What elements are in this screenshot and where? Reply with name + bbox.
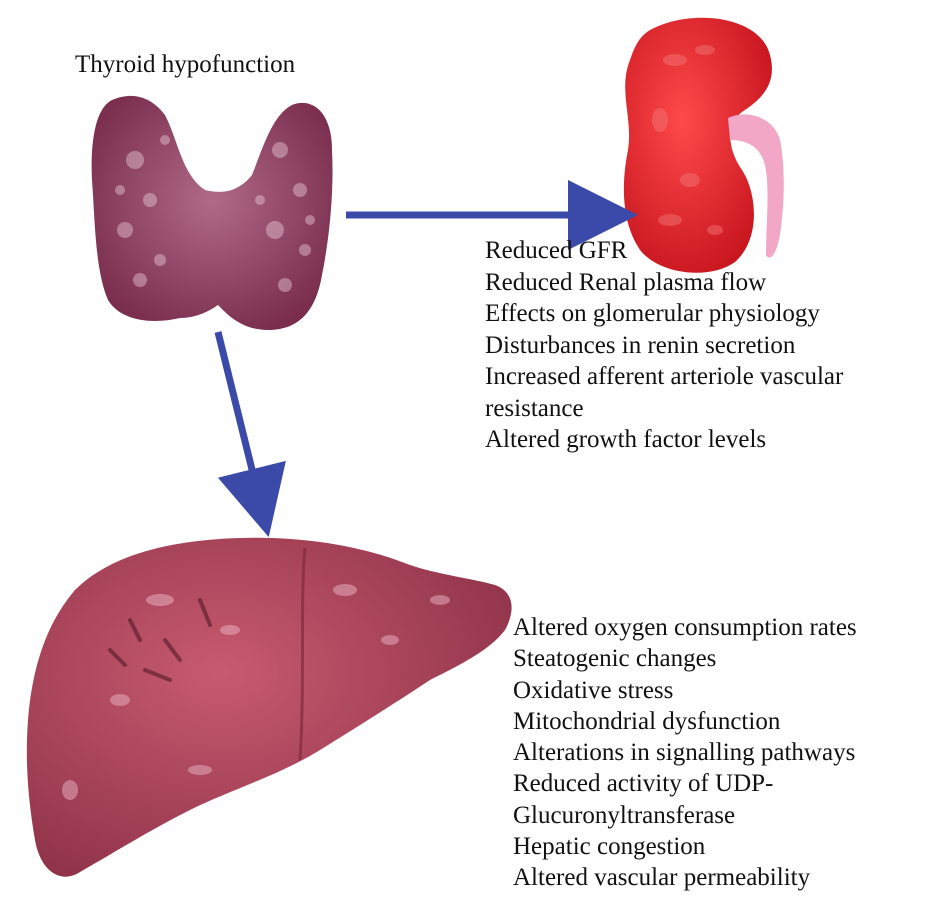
liver-effect-item: Glucuronyltransferase — [513, 800, 857, 831]
kidney-effect-item: Disturbances in renin secretion — [485, 330, 843, 362]
liver-effect-item: Reduced activity of UDP- — [513, 768, 857, 799]
liver — [27, 538, 512, 877]
liver-effect-item: Altered oxygen consumption rates — [513, 612, 857, 643]
kidney-effects-list: Reduced GFR Reduced Renal plasma flow Ef… — [485, 235, 843, 456]
liver-effect-item: Steatogenic changes — [513, 643, 857, 674]
liver-effect-item: Mitochondrial dysfunction — [513, 706, 857, 737]
thyroid-gland — [92, 96, 333, 330]
liver-effect-item: Hepatic congestion — [513, 831, 857, 862]
kidney-effect-item: Altered growth factor levels — [485, 424, 843, 456]
diagram-title: Thyroid hypofunction — [75, 50, 295, 80]
kidney-effect-item: Increased afferent arteriole vascular — [485, 361, 843, 393]
arrow-to-liver — [218, 332, 262, 510]
kidney-effect-item: Reduced Renal plasma flow — [485, 267, 843, 299]
kidney-effect-item: Reduced GFR — [485, 235, 843, 267]
liver-effect-item: Altered vascular permeability — [513, 862, 857, 893]
liver-effect-item: Oxidative stress — [513, 675, 857, 706]
liver-effect-item: Alterations in signalling pathways — [513, 737, 857, 768]
kidney-effect-item: resistance — [485, 393, 843, 425]
kidney-effect-item: Effects on glomerular physiology — [485, 298, 843, 330]
liver-effects-list: Altered oxygen consumption rates Steatog… — [513, 612, 857, 894]
